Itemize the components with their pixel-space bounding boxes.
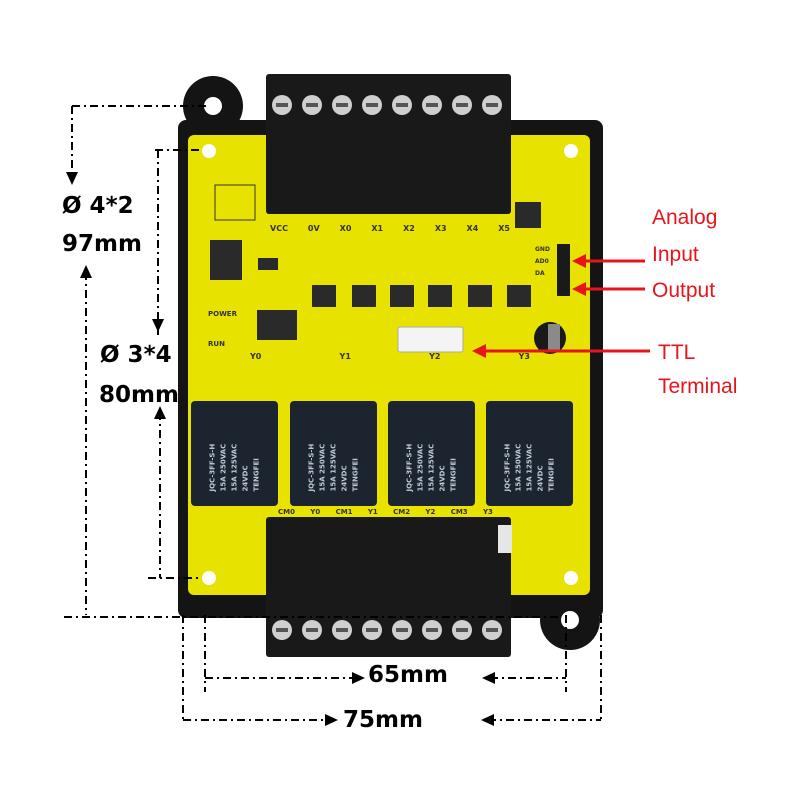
pcb-hole bbox=[202, 144, 216, 158]
pcb-label: Y0 bbox=[250, 352, 262, 361]
mount-hole-bottom-right bbox=[561, 611, 579, 629]
annotation-output: Output bbox=[652, 279, 716, 302]
pcb-label: Y3 bbox=[518, 352, 530, 361]
relay-rating: 15A 125VAC bbox=[230, 443, 239, 492]
annotation-input: Input bbox=[652, 243, 699, 266]
pcb-hole bbox=[564, 144, 578, 158]
pcb-label: Y2 bbox=[429, 352, 441, 361]
opto-coupler bbox=[507, 285, 531, 307]
pcb-label: CM0 bbox=[278, 508, 295, 516]
relay-text-3: JQC-3FF-S-H 15A 250VAC 15A 125VAC 24VDC … bbox=[486, 417, 574, 492]
annotation-ttl: TTL bbox=[658, 341, 696, 364]
pcb-label: X3 bbox=[434, 224, 447, 233]
pcb-hole bbox=[564, 571, 578, 585]
analog-pin-header bbox=[557, 244, 570, 296]
opto-coupler bbox=[468, 285, 492, 307]
relay-text-2: JQC-3FF-S-H 15A 250VAC 15A 125VAC 24VDC … bbox=[388, 417, 476, 492]
width-overall-label: 75mm bbox=[343, 707, 423, 733]
relay-model: JQC-3FF-S-H bbox=[208, 443, 217, 492]
relay-rating: 15A 125VAC bbox=[427, 443, 436, 492]
relay-rating: 15A 125VAC bbox=[329, 443, 338, 492]
opto-coupler bbox=[428, 285, 452, 307]
pcb-indicator-power: POWER bbox=[208, 310, 237, 318]
pcb-hole bbox=[202, 571, 216, 585]
pcb-label: AD0 bbox=[535, 258, 549, 265]
pcb-label: Y1 bbox=[367, 508, 378, 516]
analog-chip bbox=[515, 202, 541, 228]
height-overall-label: 97mm bbox=[62, 231, 142, 257]
annotation-arrows bbox=[472, 254, 650, 358]
width-pcb-label: 65mm bbox=[368, 662, 448, 688]
mount-hole-top-left bbox=[204, 97, 222, 115]
top-terminal-block bbox=[266, 74, 511, 214]
pcb-bottom-labels: CM0 Y0 CM1 Y1 CM2 Y2 CM3 Y3 bbox=[278, 508, 493, 516]
pcb-label: CM2 bbox=[393, 508, 411, 516]
relay-maker: TENGFEI bbox=[547, 458, 556, 492]
relay-text-1: JQC-3FF-S-H 15A 250VAC 15A 125VAC 24VDC … bbox=[290, 417, 378, 492]
pcb-label: DA bbox=[535, 270, 545, 277]
pcb-chip-zone bbox=[214, 184, 256, 221]
relay bbox=[486, 401, 573, 506]
opto-coupler bbox=[390, 285, 414, 307]
pcb-output-labels: Y0 Y1 Y2 Y3 bbox=[250, 352, 530, 361]
pcb-top-labels: VCC 0V X0 X1 X2 X3 X4 X5 bbox=[270, 224, 510, 233]
pcb-label: CM3 bbox=[450, 508, 468, 516]
pcb-label: X0 bbox=[339, 224, 352, 233]
pcb-label: X4 bbox=[466, 224, 479, 233]
pcb-label: X1 bbox=[371, 224, 384, 233]
relay-rating: 15A 250VAC bbox=[514, 443, 523, 492]
pcb-analog-pins: GND AD0 DA bbox=[535, 246, 550, 277]
opto-coupler bbox=[352, 285, 376, 307]
relay-maker: TENGFEI bbox=[351, 458, 360, 492]
pcb-label: GND bbox=[535, 246, 550, 253]
opto-coupler bbox=[312, 285, 336, 307]
relay-rating: 15A 250VAC bbox=[219, 443, 228, 492]
pcb-label: Y1 bbox=[339, 352, 351, 361]
top-terminal-screws bbox=[272, 95, 502, 115]
pcb-label: Y3 bbox=[482, 508, 493, 516]
pcb-label: X5 bbox=[498, 224, 510, 233]
pcb-label: X2 bbox=[403, 224, 415, 233]
pcb-label: Y0 bbox=[310, 508, 321, 516]
mcu-chip bbox=[257, 310, 297, 340]
relay-rating: 15A 250VAC bbox=[318, 443, 327, 492]
voltage-regulator bbox=[210, 240, 242, 280]
relay-rating: 15A 250VAC bbox=[416, 443, 425, 492]
relay bbox=[388, 401, 475, 506]
pcb-label: Y2 bbox=[425, 508, 436, 516]
annotation-terminal: Terminal bbox=[658, 375, 738, 398]
pcb-indicator-run: RUN bbox=[208, 340, 225, 348]
relay bbox=[191, 401, 278, 506]
mount-hole-large-label: Ø 4*2 bbox=[62, 193, 134, 219]
bottom-terminal-screws bbox=[272, 620, 502, 640]
relay-coil: 24VDC bbox=[536, 465, 545, 492]
relay-coil: 24VDC bbox=[241, 465, 250, 492]
ttl-connector bbox=[397, 326, 464, 353]
annotation-analog: Analog bbox=[652, 206, 718, 229]
relay bbox=[290, 401, 377, 506]
relay-coil: 24VDC bbox=[438, 465, 447, 492]
pcb-label: VCC bbox=[270, 224, 288, 233]
dimension-arrows bbox=[66, 172, 495, 726]
relay-group bbox=[191, 401, 573, 506]
relay-rating: 15A 125VAC bbox=[525, 443, 534, 492]
relay-text-0: JQC-3FF-S-H 15A 250VAC 15A 125VAC 24VDC … bbox=[191, 417, 279, 492]
relay-maker: TENGFEI bbox=[252, 458, 261, 492]
relay-coil: 24VDC bbox=[340, 465, 349, 492]
relay-model: JQC-3FF-S-H bbox=[307, 443, 316, 492]
relay-model: JQC-3FF-S-H bbox=[405, 443, 414, 492]
bottom-terminal-block bbox=[266, 517, 511, 657]
pcb-label: CM1 bbox=[335, 508, 353, 516]
pcb-label: 0V bbox=[307, 224, 320, 233]
capacitor bbox=[258, 258, 278, 270]
height-pcb-label: 80mm bbox=[99, 382, 179, 408]
relay-maker: TENGFEI bbox=[449, 458, 458, 492]
mount-hole-small-label: Ø 3*4 bbox=[100, 342, 172, 368]
relay-model: JQC-3FF-S-H bbox=[503, 443, 512, 492]
dimension-lines bbox=[64, 105, 602, 722]
